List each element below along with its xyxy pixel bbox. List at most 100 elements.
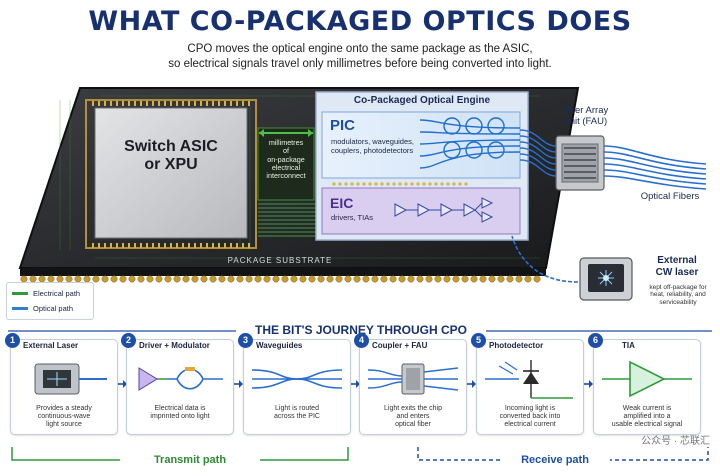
solder-ball — [515, 275, 523, 283]
stage-desc-line-3: optical fiber — [395, 421, 431, 429]
solder-ball — [344, 275, 352, 283]
solder-ball — [335, 275, 343, 283]
stage-tia: 6 TIA Weak current is amplified into a u… — [588, 333, 701, 435]
asic-pin — [122, 101, 124, 106]
stage-arrow-head — [239, 380, 243, 388]
stage-arrow-head — [123, 380, 127, 388]
asic-pin — [182, 243, 184, 248]
interconnect-box — [257, 127, 315, 201]
pic-description: modulators, waveguides, couplers, photod… — [331, 137, 414, 155]
eic-bump — [458, 182, 462, 186]
asic-pin — [110, 101, 112, 106]
asic-pin — [230, 101, 232, 106]
fau-label-line-2: Unit (FAU) — [562, 115, 608, 127]
stage-number: 5 — [471, 333, 486, 348]
waveguide — [419, 139, 521, 145]
solder-ball — [443, 275, 451, 283]
solder-ball — [317, 275, 325, 283]
solder-ball — [272, 275, 280, 283]
asic-pin — [152, 243, 154, 248]
laser-note-line-1: kept off-package for — [649, 284, 707, 291]
asic-pin — [110, 243, 112, 248]
solder-ball — [353, 275, 361, 283]
fau-channel — [564, 177, 596, 179]
stage-title: Coupler + FAU — [372, 341, 428, 350]
asic-pin — [158, 101, 160, 106]
fiber-in — [519, 129, 557, 147]
asic-pin — [134, 101, 136, 106]
solder-ball — [137, 275, 145, 283]
switch-asic — [94, 107, 248, 239]
solder-ball — [281, 275, 289, 283]
stage-title: Driver + Modulator — [139, 341, 210, 350]
tia-glyphs — [394, 197, 494, 223]
stage-arrow-head — [589, 380, 593, 388]
fau-label-line-1: Fiber Array — [561, 105, 609, 116]
asic-pin — [152, 101, 154, 106]
eic-bumps — [332, 182, 468, 186]
solder-ball — [470, 275, 478, 283]
stage-desc-line-2: converted back into — [499, 413, 561, 421]
asic-pin — [242, 243, 244, 248]
substrate-edge — [20, 268, 546, 276]
interconnect-line-1: millimetres — [268, 138, 304, 147]
interconnect-label: millimetres of on-package electrical int… — [256, 138, 316, 180]
legend-swatch-electrical — [12, 292, 28, 295]
eic-bump — [446, 182, 450, 186]
solder-ball — [110, 275, 118, 283]
coupler-icon — [367, 363, 459, 395]
laser-fiber — [511, 235, 579, 283]
eic-bump — [362, 182, 366, 186]
solder-ball — [155, 275, 163, 283]
eic-bump — [386, 182, 390, 186]
solder-ball — [371, 275, 379, 283]
solder-ball — [119, 275, 127, 283]
asic-pin — [188, 101, 190, 106]
asic-pin — [122, 243, 124, 248]
watermark: 公众号 · 芯联汇 — [641, 436, 710, 447]
laser-title: External CW laser — [642, 255, 712, 278]
asic-pin — [242, 101, 244, 106]
asic-pin — [206, 243, 208, 248]
solder-ball — [128, 275, 136, 283]
laser-note-line-3: serviceability — [659, 298, 697, 306]
laser-title-line-1: External — [657, 255, 697, 266]
asic-pin — [218, 101, 220, 106]
pic-waveguides — [419, 117, 521, 169]
solder-ball — [236, 275, 244, 283]
laser-note-line-2: heat, reliability, and — [650, 291, 706, 299]
asic-pin — [212, 243, 214, 248]
stage-number: 2 — [121, 333, 136, 348]
asic-label-line-1: Switch ASIC — [124, 138, 218, 155]
asic-pin — [116, 101, 118, 106]
ring-resonator — [465, 141, 483, 159]
asic-pin — [218, 243, 220, 248]
photodiode-icon — [485, 360, 573, 399]
interconnect-line-2: of — [283, 146, 289, 156]
asic-pin — [176, 243, 178, 248]
asic-pin — [170, 101, 172, 106]
asic-pin — [206, 101, 208, 106]
eic-bump — [356, 182, 360, 186]
solder-ball — [101, 275, 109, 283]
stage-coupler-fau: 4 Coupler + FAU Light exits the chip and… — [354, 333, 467, 435]
asic-pin — [140, 243, 142, 248]
eic-bump — [440, 182, 444, 186]
stage-desc: Incoming light is converted back into el… — [479, 405, 581, 429]
legend-item-electrical: Electrical path — [7, 286, 93, 301]
legend-label-optical: Optical path — [33, 304, 74, 313]
asic-pin — [98, 243, 100, 248]
solder-ball — [407, 275, 415, 283]
amplifier-icon — [602, 360, 692, 398]
legend-label-electrical: Electrical path — [33, 289, 81, 298]
journey-title: THE BIT'S JOURNEY THROUGH CPO — [255, 323, 467, 337]
solder-ball — [308, 275, 316, 283]
fau-label: Fiber Array Unit (FAU) — [550, 105, 620, 128]
page-title: WHAT CO-PACKAGED OPTICS DOES — [88, 6, 632, 37]
legend-item-optical: Optical path — [7, 301, 93, 316]
fau-channels — [564, 147, 596, 179]
asic-pin — [128, 243, 130, 248]
solder-balls — [20, 275, 541, 283]
solder-ball — [146, 275, 154, 283]
eic-bump — [428, 182, 432, 186]
